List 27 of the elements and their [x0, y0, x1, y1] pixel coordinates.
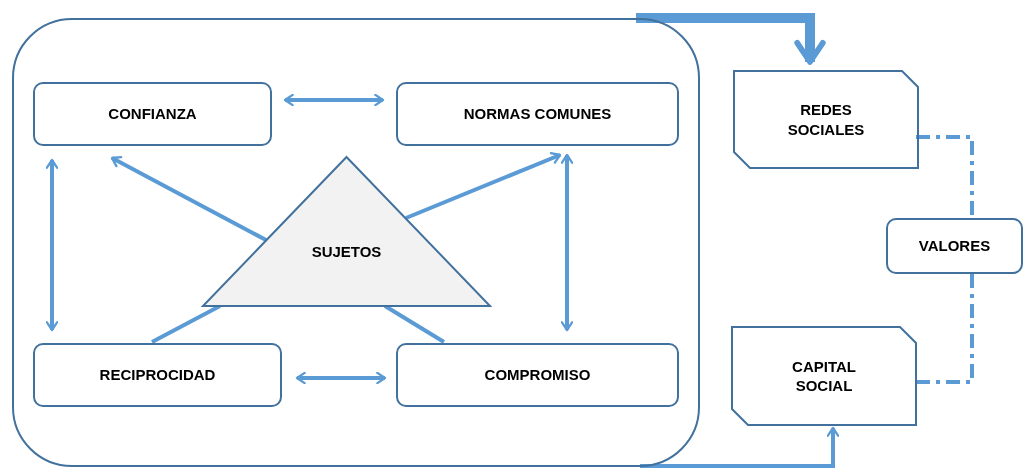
node-label: COMPROMISO: [484, 365, 591, 385]
connector-line: [916, 274, 974, 384]
node-label: RECIPROCIDAD: [99, 365, 216, 385]
concept-box: [886, 218, 1023, 274]
double-arrow: [45, 158, 59, 332]
concept-box: [33, 82, 272, 146]
cut-corner-box: [734, 71, 918, 168]
node-label: SUJETOS: [311, 241, 382, 262]
cut-corner-box: [732, 327, 916, 425]
double-arrow: [283, 93, 385, 107]
node-label: CAPITAL SOCIAL: [791, 356, 857, 396]
double-arrow: [560, 153, 574, 332]
node-label: NORMAS COMUNES: [463, 104, 612, 124]
group-container: [12, 18, 700, 467]
arrow: [110, 155, 267, 242]
node-label: VALORES: [918, 236, 991, 256]
concept-box: [33, 343, 282, 407]
arrow: [405, 152, 562, 220]
double-arrow: [295, 371, 387, 385]
node-label: REDES SOCIALES: [786, 100, 866, 139]
triangle-node: [203, 157, 490, 306]
concept-box: [396, 343, 679, 407]
arrow: [636, 13, 826, 65]
arrow: [640, 426, 840, 468]
node-label: CONFIANZA: [108, 104, 197, 124]
concept-box: [396, 82, 679, 146]
connector-line: [916, 135, 974, 218]
